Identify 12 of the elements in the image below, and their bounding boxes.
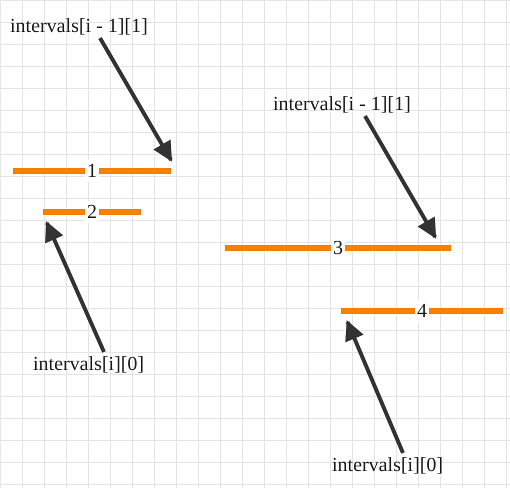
arrow bbox=[363, 115, 437, 239]
pointer-label: intervals[i - 1][1] bbox=[10, 14, 148, 38]
arrow bbox=[345, 320, 405, 454]
interval-number: 4 bbox=[415, 300, 429, 322]
interval-number: 1 bbox=[85, 160, 99, 182]
pointer-label: intervals[i][0] bbox=[33, 352, 144, 376]
interval-bar bbox=[43, 201, 141, 223]
arrow bbox=[98, 37, 173, 162]
interval-number: 2 bbox=[85, 201, 99, 223]
pointer-label: intervals[i][0] bbox=[332, 453, 444, 477]
arrow bbox=[45, 221, 106, 353]
pointer-label: intervals[i - 1][1] bbox=[273, 92, 411, 116]
